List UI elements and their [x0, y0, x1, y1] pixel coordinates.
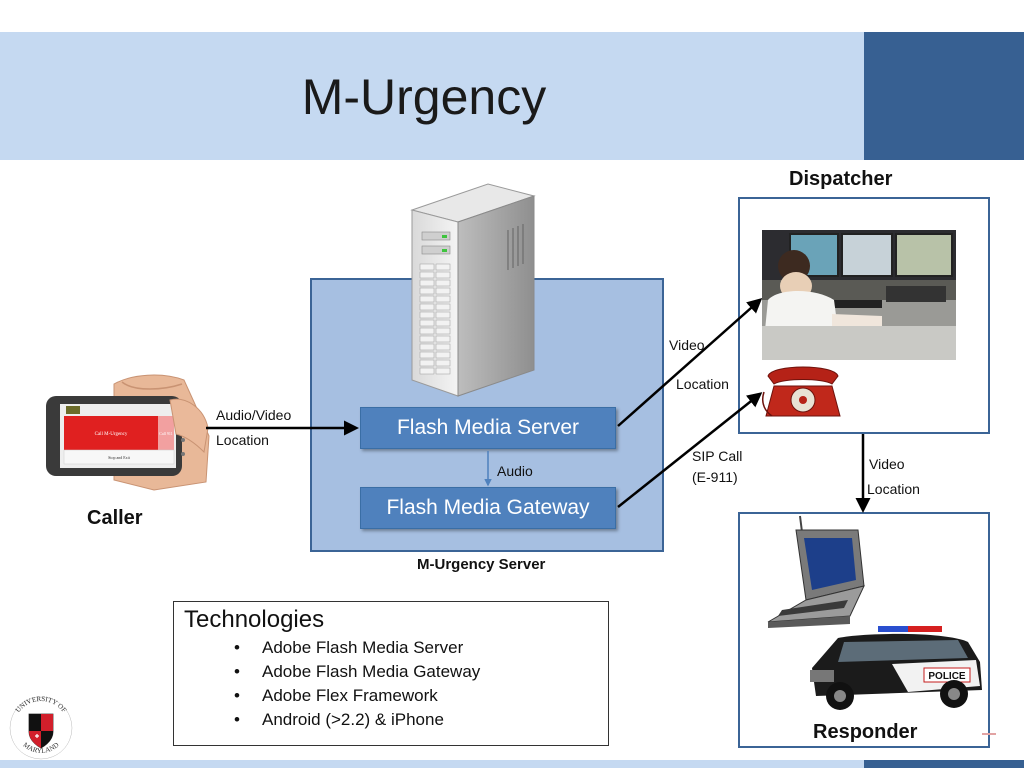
- server-tower-icon: [410, 183, 536, 397]
- drive-bay: [419, 311, 435, 319]
- bottom-band: [0, 760, 864, 768]
- drive-bay: [435, 263, 451, 271]
- drive-bay: [435, 335, 451, 343]
- technologies-box: Technologies Adobe Flash Media Server Ad…: [173, 601, 609, 746]
- list-item: Adobe Flex Framework: [234, 684, 480, 708]
- drive-bay: [419, 295, 435, 303]
- drive-bay: [435, 367, 451, 375]
- drive-bay: [435, 351, 451, 359]
- drive-bay: [419, 319, 435, 327]
- drive-bay: [419, 351, 435, 359]
- rugged-laptop-icon: [767, 515, 865, 628]
- drive-bay: [435, 319, 451, 327]
- responder-label: Responder: [813, 721, 918, 743]
- drive-bay: [419, 359, 435, 367]
- drive-bay: [435, 295, 451, 303]
- phone-stop-exit-text: Stop and Exit: [108, 455, 131, 460]
- server-box-label: M-Urgency Server: [417, 556, 546, 573]
- slide-title: M-Urgency: [301, 69, 547, 125]
- police-door-text: POLICE: [928, 671, 966, 682]
- arrow-gateway-to-dispatcher: [617, 392, 763, 508]
- dispatcher-photo-icon: [762, 230, 956, 360]
- dispatcher-label: Dispatcher: [789, 168, 893, 190]
- drive-bay: [419, 303, 435, 311]
- drive-bay: [435, 279, 451, 287]
- list-item: Adobe Flash Media Server: [234, 636, 480, 660]
- list-item: Adobe Flash Media Gateway: [234, 660, 480, 684]
- drive-bay: [419, 335, 435, 343]
- drive-bay: [435, 287, 451, 295]
- university-seal-logo: UNIVERSITY OF MARYLAND: [9, 695, 73, 760]
- responder-video-label: Video: [869, 456, 905, 472]
- e911-label: (E-911): [692, 469, 738, 485]
- drive-bay: [419, 279, 435, 287]
- responder-location-label: Location: [867, 481, 920, 497]
- title-accent-block: [864, 32, 1024, 160]
- drive-bay: [419, 327, 435, 335]
- arrow-server-to-dispatcher: [617, 298, 763, 427]
- drive-bay: [435, 271, 451, 279]
- drive-bay: [435, 359, 451, 367]
- drive-bay: [435, 343, 451, 351]
- technologies-title: Technologies: [184, 606, 325, 633]
- drive-bay: [419, 343, 435, 351]
- sip-call-label: SIP Call: [692, 448, 743, 464]
- caller-audio-video-label: Audio/Video: [216, 407, 292, 423]
- list-item: Android (>2.2) & iPhone: [234, 708, 480, 732]
- drive-bay: [419, 367, 435, 375]
- drive-bay: [435, 311, 451, 319]
- bottom-accent: [864, 760, 1024, 768]
- police-car-icon: POLICE: [810, 626, 982, 710]
- phone-call-m-urgency-text: Call M-Urgency: [95, 432, 128, 437]
- phone-in-hand-icon: Call M-Urgency Call 911 Stop and Exit: [46, 374, 210, 491]
- rotary-telephone-icon: [761, 366, 841, 417]
- caller-location-label: Location: [216, 432, 269, 448]
- responder-panel: [738, 512, 990, 748]
- drive-bay: [435, 327, 451, 335]
- flash-media-server-block: Flash Media Server: [360, 407, 616, 449]
- technologies-list: Adobe Flash Media Server Adobe Flash Med…: [234, 636, 480, 732]
- flash-media-gateway-block: Flash Media Gateway: [360, 487, 616, 529]
- drive-bay: [435, 303, 451, 311]
- title-band: [0, 32, 864, 160]
- drive-bay: [419, 271, 435, 279]
- audio-label: Audio: [497, 463, 533, 479]
- drive-bay: [419, 263, 435, 271]
- caller-label: Caller: [87, 507, 143, 529]
- server-location-label: Location: [676, 376, 729, 392]
- slide-mark: [982, 733, 996, 735]
- phone-call-911-text: Call 911: [159, 431, 173, 436]
- drive-bay: [419, 287, 435, 295]
- server-video-label: Video: [669, 337, 705, 353]
